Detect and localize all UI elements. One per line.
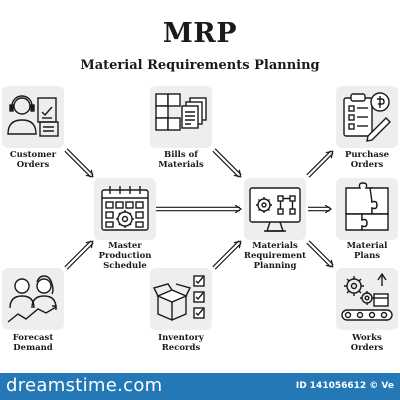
node-purchase-orders (336, 86, 398, 148)
node-inventory-records (150, 268, 212, 330)
arrow-bom-to-mrp (212, 148, 242, 178)
calendar-gear-icon (101, 186, 149, 231)
footer-site-name: dreamstime.com (6, 375, 163, 396)
node-works-orders (336, 268, 398, 330)
label-material-plans: Material Plans (346, 241, 388, 261)
label-master-production-schedule: Master Production Schedule (98, 241, 152, 271)
node-materials-requirement-planning (244, 178, 306, 240)
label-customer-orders: Customer Orders (9, 150, 57, 170)
boxes-documents-icon (155, 93, 207, 131)
gears-conveyor-icon (341, 272, 393, 321)
label-purchase-orders: Purchase Orders (344, 150, 390, 170)
node-forecast-demand (2, 268, 64, 330)
stock-footer-bar: dreamstime.com ID 141056612 © Ve (0, 373, 400, 400)
label-materials-requirement-planning: Materials Requirement Planning (243, 241, 307, 271)
clipboard-pen-icon (343, 92, 391, 142)
label-forecast-demand: Forecast Demand (12, 333, 54, 353)
node-bills-of-materials (150, 86, 212, 148)
puzzle-icon (345, 182, 389, 231)
label-inventory-records: Inventory Records (158, 333, 204, 353)
footer-image-id: ID 141056612 © Ve (295, 381, 394, 391)
arrow-customer-orders-to-schedule (64, 148, 94, 178)
label-bills-of-materials: Bills of Materials (158, 150, 204, 170)
diagram-title: MRP (162, 18, 238, 49)
diagram-subtitle: Material Requirements Planning (80, 58, 320, 73)
label-works-orders: Works Orders (350, 333, 384, 353)
arrow-mrp-to-works-orders (306, 240, 334, 268)
monitor-gear-icon (249, 187, 301, 232)
node-customer-orders (2, 86, 64, 148)
node-material-plans (336, 178, 398, 240)
node-master-production-schedule (94, 178, 156, 240)
arrow-mrp-to-purchase-orders (306, 150, 334, 178)
arrow-forecast-to-schedule (64, 240, 94, 270)
customer-service-icon (7, 95, 59, 137)
people-chart-icon (7, 275, 57, 323)
box-checklist-icon (152, 275, 205, 322)
arrow-inventory-to-mrp (212, 240, 242, 270)
